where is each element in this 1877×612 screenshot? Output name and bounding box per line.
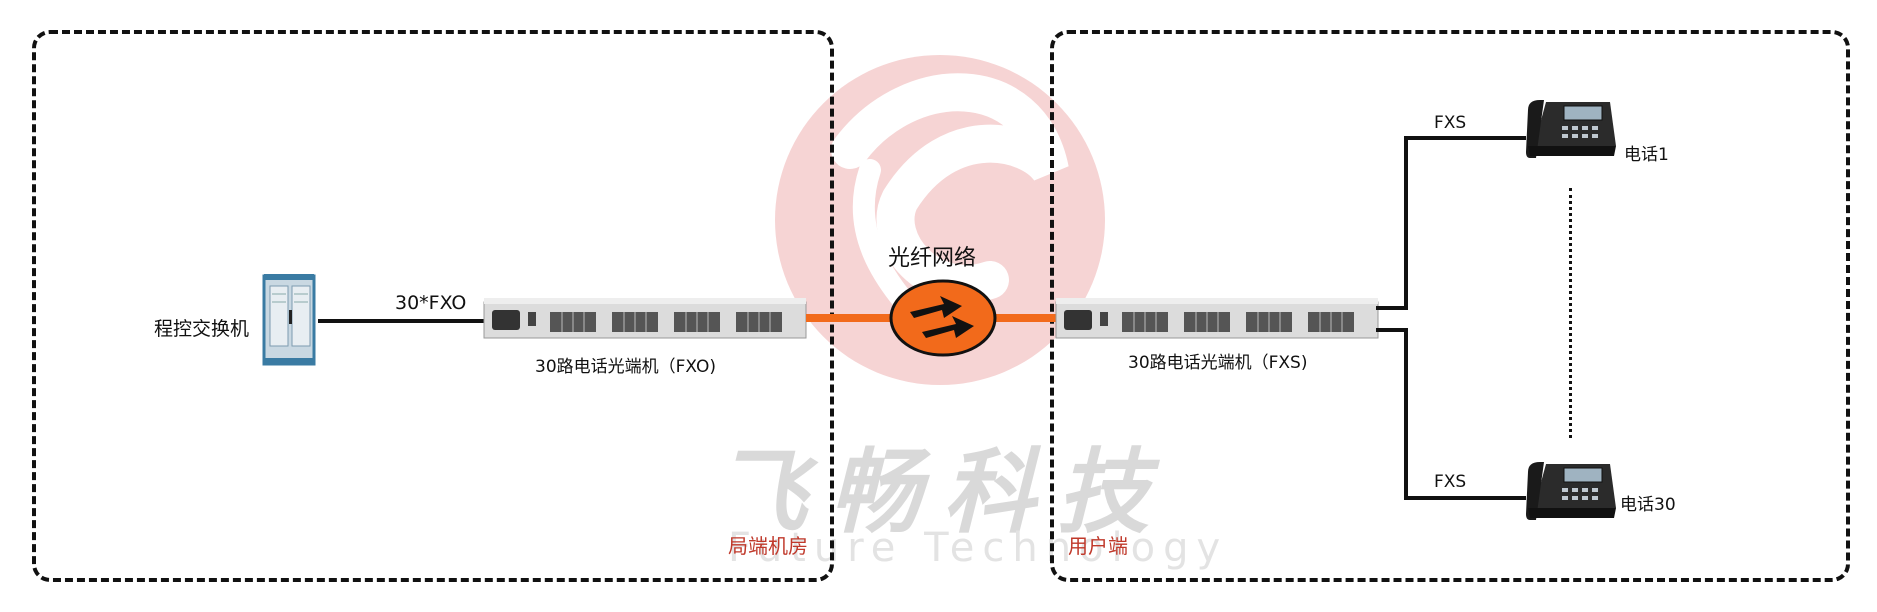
phone-branch-lines — [1376, 136, 1526, 500]
pbx-label: 程控交换机 — [154, 318, 250, 340]
watermark-logo — [775, 55, 1105, 385]
fiber-link-left — [806, 314, 896, 322]
phone-range-dots — [1569, 188, 1572, 438]
fxs-terminal-device — [1055, 298, 1379, 339]
pbx-link-label: 30*FXO — [395, 292, 467, 314]
fiber-link-right — [990, 314, 1060, 322]
fiber-network-icon — [889, 279, 997, 357]
left-zone — [32, 30, 834, 582]
fxo-terminal-device — [483, 298, 807, 339]
phone-1-label: 电话1 — [1624, 145, 1669, 165]
phone-1-icon — [1526, 100, 1616, 158]
phone-30-icon — [1526, 462, 1616, 520]
fxo-device-label: 30路电话光端机（FXO) — [535, 357, 716, 377]
right-zone — [1050, 30, 1850, 582]
phone-1-link-label: FXS — [1434, 113, 1467, 133]
phone-30-label: 电话30 — [1620, 495, 1676, 515]
watermark-cn: 飞畅科技 — [715, 438, 1172, 546]
watermark-en: Future Technology — [728, 525, 1229, 571]
right-zone-label: 用户端 — [1068, 534, 1128, 558]
network-label: 光纤网络 — [888, 246, 977, 271]
fxs-device-label: 30路电话光端机（FXS) — [1128, 353, 1308, 373]
phone-30-link-label: FXS — [1434, 472, 1467, 492]
left-zone-label: 局端机房 — [728, 534, 808, 558]
pbx-cabinet-icon — [262, 274, 316, 366]
pbx-link-line — [318, 319, 484, 323]
